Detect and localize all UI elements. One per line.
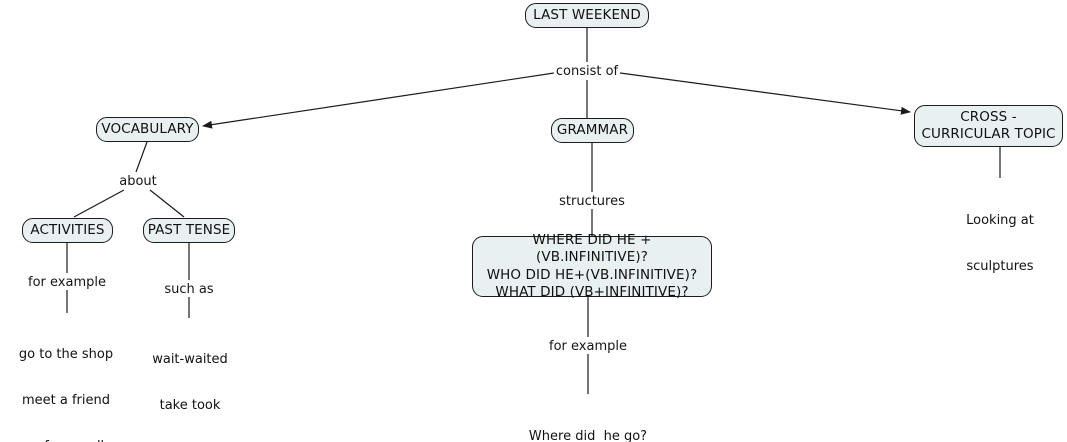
- list-item: go to the shop: [18, 346, 114, 362]
- activities-examples-list: go to the shop meet a friend go for a wa…: [7, 316, 125, 442]
- structures-line: WHERE DID HE +(VB.INFINITIVE)?: [532, 231, 652, 266]
- grammar-examples-list: Where did he go? He went to London?: [523, 398, 653, 442]
- node-cross-curricular-topic[interactable]: CROSS -CURRICULAR TOPIC: [914, 105, 1063, 147]
- past-tense-examples-list: wait-waited take took dissapear-disapear…: [121, 321, 260, 442]
- list-item: Where did he go?: [528, 428, 648, 442]
- link-label-for-example-grammar: for example: [547, 339, 629, 354]
- node-grammar-label: GRAMMAR: [556, 121, 629, 138]
- link-label-about: about: [117, 174, 159, 189]
- link-label-for-example-activities: for example: [26, 275, 108, 290]
- list-item: sculptures: [966, 258, 1034, 274]
- edge-vocabulary-about: [135, 141, 148, 173]
- edge-about-pasttense: [149, 189, 185, 218]
- node-last-weekend[interactable]: LAST WEEKEND: [525, 3, 649, 28]
- node-last-weekend-label: LAST WEEKEND: [533, 6, 641, 23]
- list-item: take took: [159, 397, 221, 413]
- structures-lines: WHERE DID HE +(VB.INFINITIVE)? WHO DID H…: [483, 232, 701, 301]
- link-label-structures: structures: [557, 194, 627, 209]
- edge-consistof-vocabulary: [202, 72, 555, 129]
- node-past-tense[interactable]: PAST TENSE: [143, 218, 235, 243]
- edge-about-activities: [73, 189, 125, 218]
- structures-line: WHO DID HE+(VB.INFINITIVE)?: [486, 266, 698, 283]
- structures-line: WHAT DID (VB+INFINITIVE)?: [495, 283, 689, 300]
- list-item: go for a walk: [7, 439, 125, 442]
- node-cross-curricular-topic-label: CROSS -CURRICULAR TOPIC: [921, 108, 1056, 142]
- edge-consistof-crosscurricular: [619, 72, 911, 115]
- link-label-consist-of: consist of: [553, 64, 621, 79]
- node-grammar[interactable]: GRAMMAR: [551, 118, 634, 143]
- link-label-such-as: such as: [162, 282, 216, 297]
- node-vocabulary[interactable]: VOCABULARY: [96, 117, 199, 142]
- list-item: Looking at: [966, 212, 1034, 228]
- node-past-tense-label: PAST TENSE: [147, 221, 231, 238]
- node-grammar-structures-box[interactable]: WHERE DID HE +(VB.INFINITIVE)? WHO DID H…: [472, 232, 712, 300]
- list-item: meet a friend: [21, 392, 110, 408]
- node-vocabulary-label: VOCABULARY: [101, 120, 194, 137]
- node-activities[interactable]: ACTIVITIES: [22, 218, 113, 243]
- cross-curricular-examples-list: Looking at sculptures: [966, 182, 1034, 305]
- list-item: wait-waited: [152, 351, 228, 367]
- node-activities-label: ACTIVITIES: [30, 221, 105, 238]
